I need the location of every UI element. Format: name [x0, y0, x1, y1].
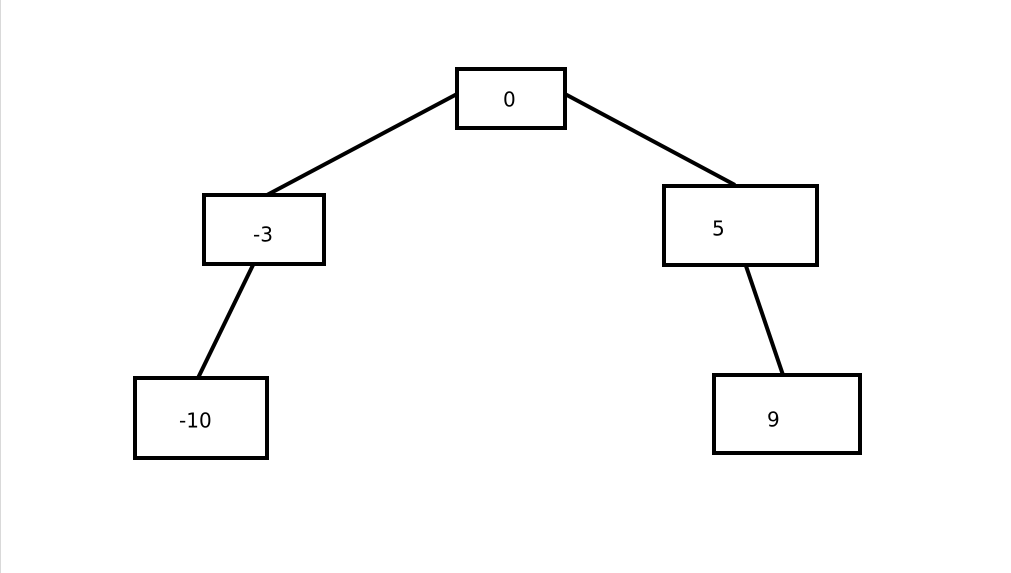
edge-right-rightright	[744, 265, 785, 376]
node-box	[133, 376, 269, 460]
node-box	[712, 373, 862, 455]
edge-root-left	[266, 92, 458, 197]
tree-edges	[196, 92, 785, 379]
node-label: 5	[712, 217, 725, 241]
edge-left-leftleft	[196, 264, 255, 379]
tree-node-root: 0	[455, 67, 567, 130]
tree-node-left-left: -10	[133, 376, 269, 460]
tree-node-right: 5	[662, 184, 819, 267]
node-label: -10	[179, 409, 212, 433]
node-label: 0	[503, 88, 516, 112]
node-box	[662, 184, 819, 267]
tree-node-left: -3	[202, 193, 326, 266]
node-box	[455, 67, 567, 130]
node-label: -3	[253, 223, 273, 247]
edge-root-right	[564, 92, 736, 187]
node-box	[202, 193, 326, 266]
node-label: 9	[767, 408, 780, 432]
tree-node-right-right: 9	[712, 373, 862, 455]
